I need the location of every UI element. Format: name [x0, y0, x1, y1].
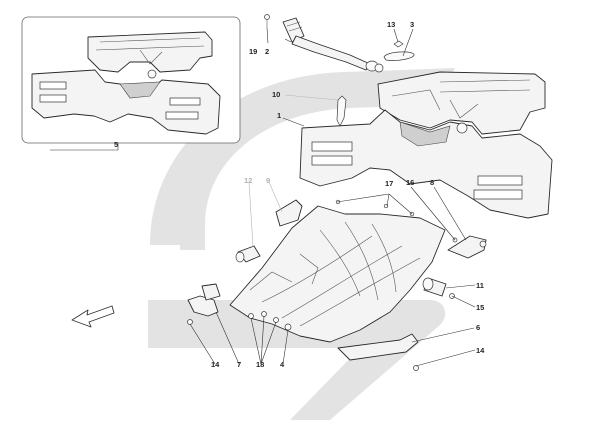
inset-fuel-tank [31, 31, 221, 135]
label-4: 4 [280, 360, 285, 369]
label-13: 13 [387, 20, 395, 29]
label-15: 15 [476, 303, 484, 312]
label-9: 9 [266, 176, 270, 185]
label-5: 5 [114, 140, 118, 149]
label-10: 10 [272, 90, 280, 99]
label-14-right: 14 [476, 346, 485, 355]
part-labels: 19 2 13 3 10 1 5 12 9 17 16 8 11 15 6 14… [114, 20, 485, 369]
filler-neck-pipe [282, 17, 384, 73]
heat-shield [229, 205, 446, 343]
leader-lines [50, 27, 476, 367]
inset-panel [21, 16, 241, 144]
label-12: 12 [244, 176, 252, 185]
label-1: 1 [277, 111, 281, 120]
label-18: 18 [256, 360, 264, 369]
rubber-plug-11 [422, 277, 447, 297]
label-6: 6 [476, 323, 480, 332]
label-2: 2 [265, 47, 269, 56]
sensor-part [336, 95, 347, 127]
label-3: 3 [410, 20, 414, 29]
label-14-left: 14 [211, 360, 220, 369]
bracket-part-7 [187, 283, 221, 317]
label-19: 19 [249, 47, 257, 56]
clip-part [393, 40, 404, 48]
bracket-part-6 [337, 333, 419, 361]
label-11: 11 [476, 281, 484, 290]
bracket-part-9 [275, 199, 303, 227]
label-7: 7 [237, 360, 241, 369]
bracket-part-8 [447, 235, 487, 259]
gasket-part [383, 51, 415, 61]
label-16: 16 [406, 178, 414, 187]
arrow-icon [71, 305, 115, 328]
label-17: 17 [385, 179, 393, 188]
screw-part [264, 14, 270, 28]
fuel-tank [299, 71, 553, 219]
rubber-plug-12 [235, 245, 261, 263]
label-8: 8 [430, 178, 434, 187]
